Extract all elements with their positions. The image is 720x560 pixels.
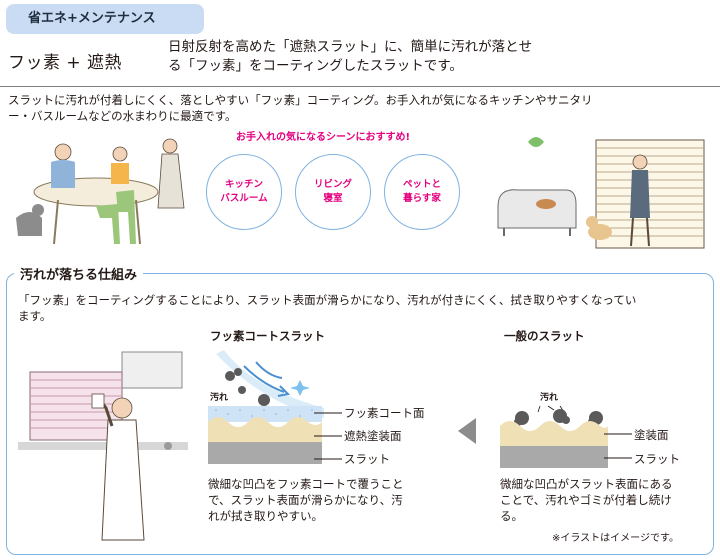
fluoro-layer-coat: フッ素コート面 [344,406,425,420]
category-tag: 省エネ+メンテナンス [6,4,204,34]
arrow-left-icon [458,418,476,444]
general-heading: 一般のスラット [504,329,585,343]
scene-kitchen-bath: キッチン バスルーム [206,154,282,230]
scene-living-bedroom: リビング 寝室 [295,154,371,230]
scene-title: お手入れの気になるシーンにおすすめ! [236,132,411,143]
dining-illustration [16,138,185,245]
intro-description: スラットに汚れが付着しにくく、落としやすい「フッ素」コーティング。お手入れが気に… [8,93,593,123]
fluoro-slat-diagram [208,350,324,464]
general-leader-lines [604,433,632,459]
fluoro-layer-slat: スラット [344,452,390,466]
fluoro-dirt-label: 汚れ [210,393,229,403]
wiping-illustration [18,351,188,541]
general-layer-paint: 塗装面 [634,428,669,442]
general-caption: 微細な凹凸がスラット表面にあることで、汚れやゴミが付着し続ける。 [500,477,673,523]
scene-pet-home: ペットと 暮らす家 [384,154,460,230]
image-note: ※イラストはイメージです。 [552,533,679,544]
product-name: フッ素 + 遮熱 [8,53,123,73]
mechanism-title: 汚れが落ちる仕組み [14,264,144,283]
general-slat-diagram [500,405,608,468]
mechanism-panel [6,273,714,555]
fluoro-caption: 微細な凹凸をフッ素コートで覆うことで、スラット表面が滑らかになり、汚れが拭き取り… [208,477,404,523]
fluoro-heading: フッ素コートスラット [210,329,325,343]
general-dirt-label: 汚れ [540,393,559,403]
divider [0,86,720,87]
fluoro-layer-paint: 遮熱塗装面 [344,429,402,443]
fluoro-leader-lines [314,412,342,460]
general-layer-slat: スラット [634,452,680,466]
pet-room-illustration [497,137,705,249]
lead-text: 日射反射を高めた「遮熱スラット」に、簡単に汚れが落とせる「フッ素」をコーティング… [168,39,533,74]
mechanism-description: 「フッ素」をコーティングすることにより、スラット表面が滑らかになり、汚れが付きに… [18,293,637,323]
